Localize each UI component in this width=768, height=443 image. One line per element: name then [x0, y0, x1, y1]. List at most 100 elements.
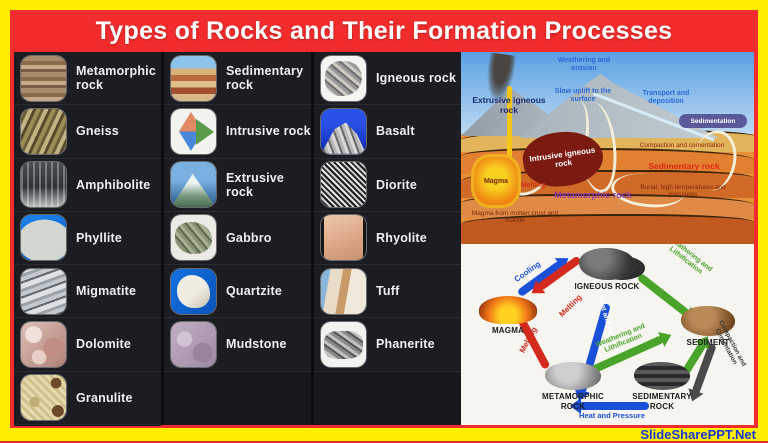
igneous-rock-node: IGNEOUS ROCK [571, 248, 643, 292]
extrusive-label: Extrusive igneous rock [472, 95, 546, 115]
phyllite-thumb-icon [21, 215, 66, 261]
empty-cell [314, 371, 461, 425]
rock-label: Migmatite [76, 284, 137, 299]
extrusive-rock-thumb-icon [171, 162, 216, 208]
sedimentary-rock-node: SEDIMENTARY ROCK [619, 362, 705, 411]
basalt-thumb-icon [321, 108, 366, 154]
gabbro-thumb-icon [171, 215, 216, 261]
list-item: Dolomite [14, 318, 161, 372]
granulite-thumb-icon [21, 375, 66, 421]
sediment-icon [681, 306, 735, 336]
rock-label: Sedimentary rock [226, 64, 304, 93]
diagram-column: Intrusive igneous rock Magma Sedimentati… [461, 52, 754, 425]
list-item: Diorite [314, 158, 461, 212]
sedimentary-node-label: SEDIMENTARY ROCK [632, 392, 692, 411]
list-item: Metamorphic rock [14, 52, 161, 106]
mudstone-thumb-icon [171, 321, 216, 367]
magma-node-label: MAGMA [491, 326, 525, 335]
burial-label: Burial, high temperatures and pressures [640, 184, 726, 199]
intrusive-label: Intrusive igneous rock [528, 145, 596, 170]
rock-label: Tuff [376, 284, 400, 299]
ground-layer [461, 214, 754, 244]
metamorphic-rock-thumb-icon [21, 55, 66, 101]
watermark: SlideSharePPT.Net [640, 427, 756, 442]
magma-conduit [507, 86, 512, 172]
metamorphic-rock-label: Metamorphic rock [554, 190, 632, 200]
magma-chamber: Magma [471, 154, 521, 208]
list-item: Migmatite [14, 265, 161, 319]
title-banner: Types of Rocks and Their Formation Proce… [10, 10, 758, 52]
rock-label: Extrusive rock [226, 170, 285, 199]
transport-label: Transport and deposition [642, 90, 690, 106]
metamorphic-rock-node: METAMORPHIC ROCK [531, 362, 615, 411]
list-item: Igneous rock [314, 52, 461, 106]
page-title: Types of Rocks and Their Formation Proce… [95, 16, 673, 45]
rock-label: Basalt [376, 124, 415, 139]
rock-label: Gneiss [76, 124, 119, 139]
compaction-label: Compaction and cementation [639, 142, 725, 149]
list-item: Basalt [314, 105, 461, 159]
rock-label: Phanerite [376, 337, 435, 352]
list-item: Sedimentary rock [164, 52, 311, 106]
intrusive-rock-thumb-icon [171, 108, 216, 154]
empty-cell [164, 371, 311, 425]
metamorphic-rock-icon [545, 362, 601, 390]
sedimentation-band: Sedimentation [679, 114, 747, 128]
gneiss-thumb-icon [21, 108, 66, 154]
metamorphic-node-label: METAMORPHIC ROCK [541, 392, 605, 411]
igneous-rock-icon [579, 248, 635, 280]
weathering-label: Weathering and erosion [557, 57, 611, 73]
sedimentation-label: Sedimentation [690, 117, 736, 125]
rock-label: Dolomite [76, 337, 132, 352]
magma-source-label: Magma from molten crust and mantle [471, 210, 559, 225]
rock-label: Diorite [376, 177, 417, 192]
rock-cycle-diagram: IGNEOUS ROCK MAGMA SEDIMENT METAMORPHIC … [461, 244, 754, 425]
heat-pressure-arrow-bottom [570, 398, 649, 414]
rock-label: Mudstone [226, 337, 287, 352]
heat-pressure-label-bottom: Heat and Pressure [579, 411, 645, 420]
list-item: Gabbro [164, 211, 311, 266]
sedimentary-rock-icon [634, 362, 690, 390]
formation-diagram: Intrusive igneous rock Magma Sedimentati… [461, 52, 754, 244]
rock-label: Metamorphic rock [76, 64, 156, 93]
list-item: Tuff [314, 265, 461, 319]
tuff-thumb-icon [321, 268, 366, 314]
phanerite-thumb-icon [321, 321, 366, 367]
sediment-node-label: SEDIMENT [686, 338, 730, 347]
sedimentary-rock-thumb-icon [171, 55, 216, 101]
list-item: Mudstone [164, 318, 311, 372]
igneous-node-label: IGNEOUS ROCK [574, 282, 640, 291]
diorite-thumb-icon [321, 162, 366, 208]
dolomite-thumb-icon [21, 321, 66, 367]
amphibolite-thumb-icon [21, 162, 66, 208]
melting-label: Melting [520, 182, 546, 189]
rock-label: Rhyolite [376, 230, 427, 245]
rock-label: Igneous rock [376, 71, 457, 86]
quartzite-thumb-icon [171, 268, 216, 314]
rock-label: Gabbro [226, 230, 272, 245]
rock-label: Quartzite [226, 284, 282, 299]
list-item: Phanerite [314, 318, 461, 372]
magma-icon [479, 296, 537, 324]
sediment-node: SEDIMENT [677, 306, 739, 348]
uplift-label: Slow uplift to the surface [554, 88, 612, 104]
magma-node: MAGMA [475, 296, 541, 336]
rhyolite-thumb-icon [321, 215, 366, 261]
list-item: Intrusive rock [164, 105, 311, 159]
rock-label: Phyllite [76, 230, 123, 245]
sedimentary-rock-label: Sedimentary rock [648, 161, 720, 171]
igneous-rock-thumb-icon [321, 55, 366, 101]
list-item: Phyllite [14, 211, 161, 266]
weathering-label-top: Weathering and Lithification [667, 244, 714, 276]
list-item: Quartzite [164, 265, 311, 319]
list-item: Rhyolite [314, 211, 461, 266]
footer-strip: SlideSharePPT.Net [0, 427, 768, 443]
list-item: Granulite [14, 371, 161, 425]
rock-label: Intrusive rock [226, 124, 311, 139]
list-item: Amphibolite [14, 158, 161, 212]
